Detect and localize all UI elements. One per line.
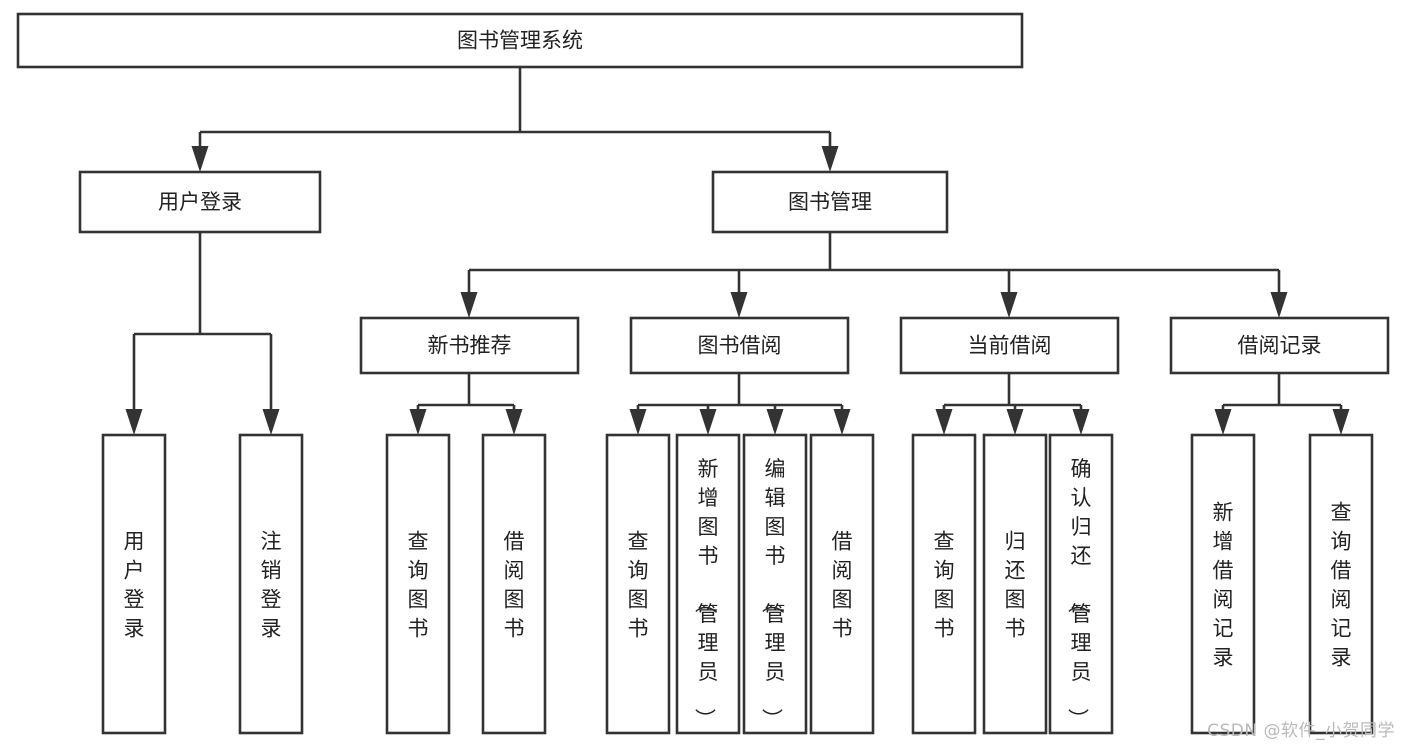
node-leaf-query-book-1[interactable]: 查询图书: [385, 433, 451, 735]
node-box-leaf-edit-book[interactable]: [742, 433, 808, 735]
arrow-head-icon: [505, 409, 523, 435]
node-label-user-login: 用户登录: [158, 190, 242, 214]
csdn-watermark: CSDN @软件_小贺同学: [1207, 721, 1395, 741]
node-label-leaf-return-book: 归还图书: [1005, 530, 1026, 641]
node-label-leaf-query-record: 查询借阅记录: [1331, 501, 1352, 670]
node-label-root: 图书管理系统: [457, 29, 583, 53]
arrow-head-icon: [1332, 409, 1350, 435]
node-box-leaf-logout[interactable]: [238, 433, 304, 735]
node-label-leaf-add-record: 新增借阅记录: [1213, 501, 1234, 670]
node-book-manage[interactable]: 图书管理: [711, 170, 949, 234]
arrow-head-icon: [1072, 409, 1090, 435]
node-label-leaf-confirm-return: 确认归还（管理员）: [1066, 457, 1092, 729]
connector-bus-user-login: [125, 232, 280, 435]
node-leaf-borrow-book-1[interactable]: 借阅图书: [481, 433, 547, 735]
node-leaf-return-book[interactable]: 归还图书: [982, 433, 1048, 735]
node-label-leaf-logout: 注销登录: [261, 530, 282, 641]
node-leaf-edit-book[interactable]: 编辑图书（管理员）: [742, 433, 808, 735]
node-box-leaf-confirm-return[interactable]: [1048, 433, 1114, 735]
node-book-borrow[interactable]: 图书借阅: [629, 316, 850, 375]
node-box-leaf-query-book-1[interactable]: [385, 433, 451, 735]
node-box-leaf-return-book[interactable]: [982, 433, 1048, 735]
node-leaf-logout[interactable]: 注销登录: [238, 433, 304, 735]
node-label-new-book-rec: 新书推荐: [428, 334, 512, 358]
node-user-login[interactable]: 用户登录: [78, 170, 322, 234]
node-box-leaf-add-record[interactable]: [1190, 433, 1256, 735]
node-leaf-borrow-book-2[interactable]: 借阅图书: [809, 433, 875, 735]
node-leaf-add-book[interactable]: 新增图书（管理员）: [675, 433, 741, 735]
node-box-root[interactable]: [16, 12, 1024, 69]
node-label-leaf-edit-book: 编辑图书（管理员）: [760, 457, 786, 729]
connector-bus-current-borrow: [935, 373, 1090, 435]
node-label-leaf-borrow-book-1: 借阅图书: [504, 530, 525, 641]
node-leaf-query-book-3[interactable]: 查询图书: [911, 433, 977, 735]
node-current-borrow[interactable]: 当前借阅: [899, 316, 1120, 375]
arrow-head-icon: [1214, 409, 1232, 435]
connector-bus-book-borrow: [629, 373, 851, 435]
node-root[interactable]: 图书管理系统: [16, 12, 1024, 69]
node-leaf-query-book-2[interactable]: 查询图书: [605, 433, 671, 735]
node-box-leaf-query-record[interactable]: [1308, 433, 1374, 735]
node-leaf-query-record[interactable]: 查询借阅记录: [1308, 433, 1374, 735]
node-label-leaf-user-login: 用户登录: [124, 530, 145, 641]
connector-layer: [125, 67, 1350, 435]
arrow-head-icon: [191, 146, 209, 172]
node-box-leaf-add-book[interactable]: [675, 433, 741, 735]
node-box-new-book-rec[interactable]: [359, 316, 580, 375]
node-new-book-rec[interactable]: 新书推荐: [359, 316, 580, 375]
arrow-head-icon: [460, 292, 478, 318]
node-box-book-borrow[interactable]: [629, 316, 850, 375]
arrow-head-icon: [821, 146, 839, 172]
node-box-leaf-user-login[interactable]: [101, 433, 167, 735]
node-leaf-confirm-return[interactable]: 确认归还（管理员）: [1048, 433, 1114, 735]
node-box-leaf-borrow-book-2[interactable]: [809, 433, 875, 735]
node-box-leaf-query-book-2[interactable]: [605, 433, 671, 735]
arrow-head-icon: [730, 292, 748, 318]
node-box-current-borrow[interactable]: [899, 316, 1120, 375]
connector-bus-new-book-rec: [409, 373, 523, 435]
arrow-head-icon: [766, 409, 784, 435]
arrow-head-icon: [409, 409, 427, 435]
node-box-leaf-borrow-book-1[interactable]: [481, 433, 547, 735]
node-borrow-record[interactable]: 借阅记录: [1169, 316, 1390, 375]
node-box-leaf-query-book-3[interactable]: [911, 433, 977, 735]
arrow-head-icon: [935, 409, 953, 435]
node-layer: 图书管理系统用户登录图书管理新书推荐图书借阅当前借阅借阅记录用户登录注销登录查询…: [16, 12, 1390, 735]
arrow-head-icon: [1006, 409, 1024, 435]
node-label-leaf-borrow-book-2: 借阅图书: [832, 530, 853, 641]
node-label-leaf-query-book-2: 查询图书: [628, 530, 649, 641]
node-box-book-manage[interactable]: [711, 170, 949, 234]
node-label-leaf-add-book: 新增图书（管理员）: [693, 457, 719, 729]
arrow-head-icon: [629, 409, 647, 435]
node-label-leaf-query-book-1: 查询图书: [408, 530, 429, 641]
connector-bus-borrow-record: [1214, 373, 1350, 435]
arrow-head-icon: [833, 409, 851, 435]
connector-bus-book-manage: [460, 232, 1288, 318]
node-label-current-borrow: 当前借阅: [968, 334, 1052, 358]
connector-bus-root: [191, 67, 839, 172]
arrow-head-icon: [1270, 292, 1288, 318]
arrow-head-icon: [1000, 292, 1018, 318]
node-leaf-user-login[interactable]: 用户登录: [101, 433, 167, 735]
node-box-borrow-record[interactable]: [1169, 316, 1390, 375]
node-label-borrow-record: 借阅记录: [1238, 334, 1322, 358]
arrow-head-icon: [262, 409, 280, 435]
arrow-head-icon: [699, 409, 717, 435]
arrow-head-icon: [125, 409, 143, 435]
node-label-leaf-query-book-3: 查询图书: [934, 530, 955, 641]
node-label-book-borrow: 图书借阅: [698, 334, 782, 358]
node-box-user-login[interactable]: [78, 170, 322, 234]
node-leaf-add-record[interactable]: 新增借阅记录: [1190, 433, 1256, 735]
node-label-book-manage: 图书管理: [788, 190, 872, 214]
